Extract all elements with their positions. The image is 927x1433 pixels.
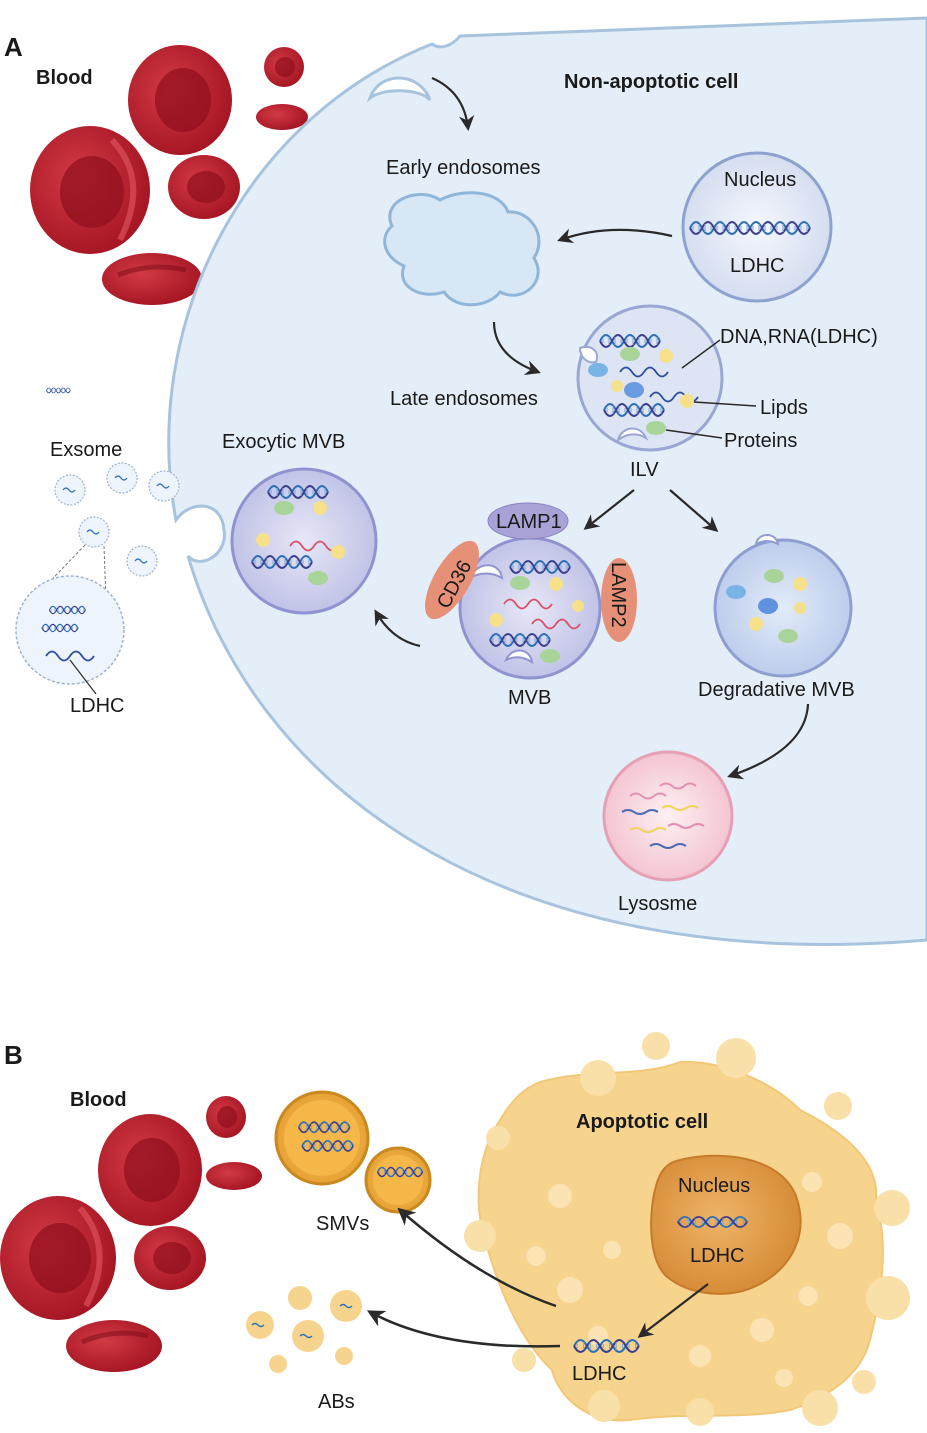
arrow-nucleus-to-cytoplasm: [637, 1283, 709, 1338]
lamp2-label: LAMP2: [607, 562, 629, 628]
arrow-degradative-to-lysosome: [727, 703, 810, 780]
red-blood-cells-a: [30, 45, 308, 305]
leader-dna-rna: [681, 339, 721, 369]
degradative-mvb: [713, 534, 853, 678]
late-endosomes-label: Late endosomes: [390, 388, 538, 410]
cell-title-b: Apoptotic cell: [576, 1111, 708, 1133]
panel-b-letter: B: [4, 1040, 23, 1070]
arrow-to-smvs: [397, 1207, 557, 1308]
mvb: [458, 536, 602, 680]
nucleus-label-a: Nucleus: [724, 169, 796, 191]
abs-label: ABs: [318, 1391, 355, 1413]
lamp1-marker: [487, 502, 569, 540]
exosome-vesicles: [15, 387, 180, 685]
exocytic-mvb-label: Exocytic MVB: [222, 431, 345, 453]
arrow-nucleus-to-endosome: [557, 228, 673, 244]
smv-vesicles: [274, 1090, 432, 1214]
lysosome: [602, 750, 734, 882]
mvb-label: MVB: [508, 687, 551, 709]
smvs-label: SMVs: [316, 1213, 369, 1235]
exocytic-mvb: [230, 467, 378, 615]
proteins-label: Proteins: [724, 430, 797, 452]
ab-vesicles: [246, 1286, 362, 1373]
lysosome-label: Lysosme: [618, 893, 697, 915]
lamp2-marker: [601, 558, 637, 642]
nucleus-label-b: Nucleus: [678, 1175, 750, 1197]
leader-proteins: [665, 429, 723, 439]
arrow-early-to-late: [492, 321, 541, 376]
endocytic-pit: [366, 76, 432, 103]
cell-title-a: Non-apoptotic cell: [564, 71, 738, 93]
lipds-label: Lipds: [760, 397, 808, 419]
exsome-label: Exsome: [50, 439, 122, 461]
arrow-ilv-to-mvb: [583, 489, 635, 530]
nucleus-a: [681, 151, 833, 303]
arrow-to-abs: [366, 1310, 561, 1348]
blood-label-a: Blood: [36, 67, 93, 89]
nucleus-b: [650, 1154, 802, 1295]
nucleus-gene-a: LDHC: [730, 255, 784, 277]
leader-lipds: [693, 401, 757, 407]
exsome-gene-label: LDHC: [70, 695, 124, 717]
nucleus-gene-b: LDHC: [690, 1245, 744, 1267]
blood-label-b: Blood: [70, 1089, 127, 1111]
lamp1-label: LAMP1: [496, 511, 562, 533]
early-endosomes-label: Early endosomes: [386, 157, 541, 179]
degradative-mvb-label: Degradative MVB: [698, 679, 855, 701]
arrow-endocytosis: [431, 76, 475, 132]
late-endosome-ilv: [576, 304, 724, 452]
leader-exsome-ldhc: [69, 659, 97, 695]
released-gene-label: LDHC: [572, 1363, 626, 1385]
early-endosome: [383, 191, 541, 307]
cd36-marker: [425, 540, 479, 620]
arrow-mvb-to-exocytic: [374, 609, 421, 648]
arrow-ilv-to-degradative: [669, 489, 719, 533]
dna-rna-label: DNA,RNA(LDHC): [720, 326, 878, 348]
panel-a-letter: A: [4, 32, 23, 62]
red-blood-cells-b: [0, 1096, 262, 1372]
ilv-label: ILV: [630, 459, 659, 481]
